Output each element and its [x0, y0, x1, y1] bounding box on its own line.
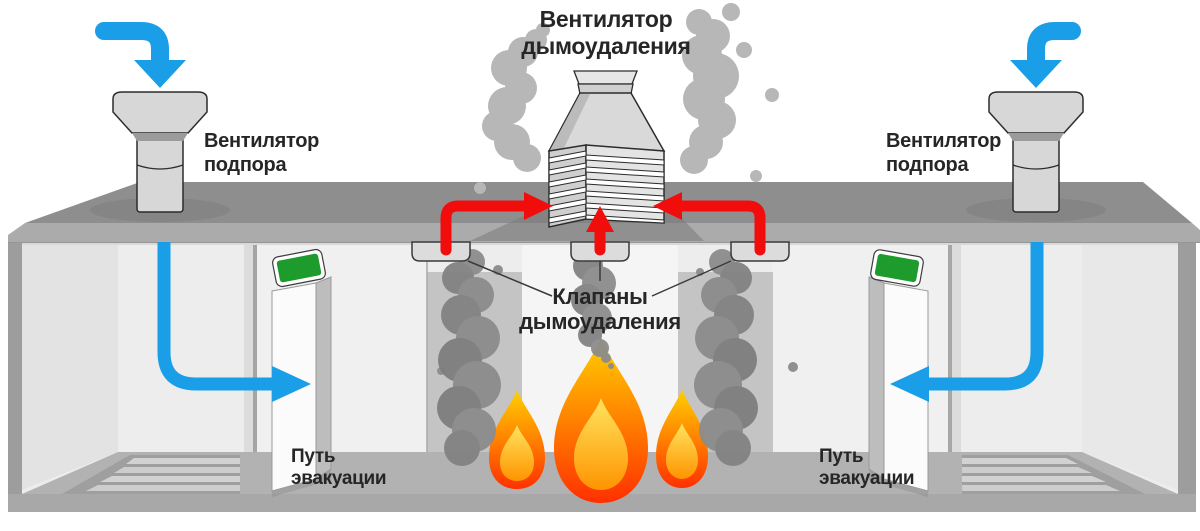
smoke-plume-right — [694, 249, 758, 466]
airflow-arrow-roof-right — [1027, 22, 1081, 71]
right-exterior-wall — [1178, 242, 1196, 494]
bottom-slab — [8, 494, 1196, 512]
smoke-plume-left — [437, 249, 503, 466]
evacuation-left-label: Путь эвакуации — [291, 446, 387, 489]
airflow-arrow-interior-left-head — [272, 366, 311, 402]
right-door — [868, 249, 929, 497]
airflow-arrow-interior-left — [157, 242, 274, 391]
right-stairs — [962, 455, 1145, 494]
smoke-arrow-left-head — [524, 192, 553, 220]
airflow-arrow-interior-right — [927, 242, 1044, 391]
airflow-arrow-roof-left-head — [134, 60, 186, 88]
louver-slats — [548, 150, 665, 224]
pressure-fan-right-label: Вентилятор подпора — [886, 130, 1002, 176]
smoke-plume-roof-left — [474, 23, 550, 194]
smoke-valves-label: Клапаны дымоудаления — [519, 284, 681, 334]
right-side-wall — [1082, 242, 1178, 490]
evacuation-right-label: Путь эвакуации — [819, 446, 915, 489]
exit-sign-icon — [272, 248, 326, 288]
smoke-arrow-right — [676, 200, 766, 256]
left-exterior-wall — [8, 242, 22, 494]
airflow-arrow-interior-right-head — [890, 366, 929, 402]
smoke-arrow-left — [440, 200, 530, 256]
airflow-arrow-roof-left — [95, 22, 169, 71]
left-stairs — [62, 455, 240, 494]
exhaust-fan-unit — [547, 70, 666, 228]
airflow-arrow-roof-right-head — [1010, 60, 1062, 88]
left-partition — [244, 242, 257, 494]
smoke-extract-arrows — [440, 192, 766, 256]
left-side-wall — [22, 242, 118, 490]
valve-leader-lines — [467, 260, 732, 297]
smoke-arrow-right-head — [653, 192, 682, 220]
outdoor-smoke-plumes — [474, 3, 779, 194]
smoke-arrow-center-head — [586, 206, 614, 232]
exit-sign-icon — [870, 249, 924, 287]
fire-flames-icon — [489, 337, 708, 503]
smoke-plume-roof-right — [680, 3, 779, 182]
airflow-arrows — [95, 22, 1081, 402]
pressure-fan-left-label: Вентилятор подпора — [204, 130, 320, 176]
exhaust-fan-label: Вентилятор дымоудаления — [521, 6, 691, 59]
